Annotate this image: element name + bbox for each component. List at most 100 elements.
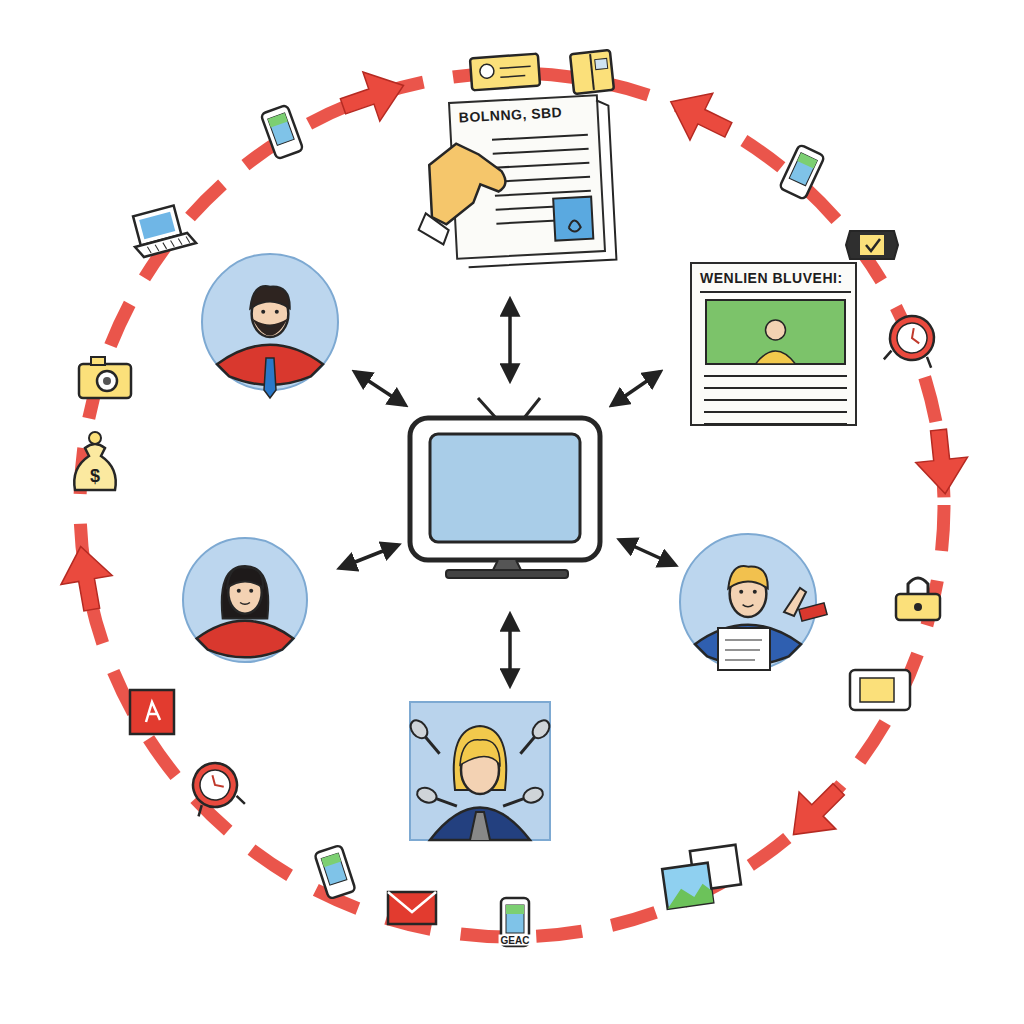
spoon (415, 785, 459, 813)
camera-top (91, 357, 105, 365)
tv-antenna (478, 398, 540, 418)
shirt-cuff (418, 212, 450, 246)
double-arrow (620, 540, 675, 565)
tv-stand (446, 570, 568, 578)
phone-icon (314, 845, 355, 899)
photo-hill (665, 883, 713, 909)
clock-feet (196, 794, 245, 816)
badge-face (860, 235, 884, 255)
double-arrow (508, 300, 512, 380)
cycle-arrow (671, 93, 732, 140)
clock-icon (186, 758, 245, 817)
person-tie (264, 358, 276, 398)
portrait-circle (680, 534, 816, 670)
mail-flap (388, 892, 436, 912)
card-mark (479, 64, 494, 79)
news-photo (706, 300, 845, 364)
person-mouth (743, 605, 754, 607)
phone-body (779, 144, 825, 199)
camera-icon (79, 357, 131, 398)
text-line (704, 411, 847, 413)
text-line (704, 387, 847, 389)
tablet-screen (860, 678, 894, 702)
doc-fold (590, 54, 594, 90)
photo-mark (568, 220, 581, 232)
spoon (515, 717, 553, 758)
portrait-circle (183, 538, 307, 662)
double-arrow (355, 372, 405, 405)
text-line (704, 399, 847, 401)
text-line (493, 149, 589, 154)
person-mouth (240, 602, 250, 604)
card-line (500, 66, 531, 68)
phone-icon (261, 105, 304, 160)
chef-body (430, 808, 530, 841)
cycle-ring (61, 72, 968, 937)
television (410, 398, 600, 578)
card-body (470, 54, 540, 91)
spoon (501, 785, 545, 813)
text-line (495, 191, 591, 196)
tv-screen (430, 434, 580, 542)
photos-icon (660, 845, 743, 909)
badge-body (846, 231, 898, 259)
spoon-handle (520, 737, 534, 754)
person-mouth (265, 325, 276, 327)
person-hair (250, 286, 289, 308)
headline-text: WENLIEN BLUVEHI: (692, 264, 851, 286)
chef-portrait (407, 702, 553, 840)
holding-hand (428, 141, 507, 225)
photo-person-head (766, 320, 786, 340)
chef-hair (460, 740, 500, 765)
phone-app (268, 113, 288, 128)
spoon-handle (436, 799, 457, 807)
clock-face (197, 767, 234, 804)
phone-app (797, 153, 817, 169)
person-beard (252, 319, 287, 336)
laptop-base (135, 231, 196, 258)
person-eye (249, 589, 253, 593)
redsq-icon (130, 690, 174, 734)
laptop-key (171, 240, 175, 247)
cycle-arrow (916, 429, 968, 493)
photo-front (662, 863, 713, 909)
spoon-bowl (521, 785, 545, 805)
person-portrait (183, 538, 307, 662)
phone-app (506, 905, 524, 914)
person-portrait (680, 534, 827, 670)
laptop-key (163, 242, 167, 249)
tv-frame (410, 418, 600, 560)
newspaper-art (692, 264, 859, 428)
clock-hands (911, 328, 921, 343)
tablet-icon (850, 670, 910, 710)
currency-sign: $ (88, 466, 102, 487)
tag-mark (146, 702, 160, 722)
laptop-screen (139, 212, 175, 240)
camera-body (79, 364, 131, 398)
card-icon (470, 54, 540, 91)
rule-line (700, 291, 851, 293)
clock-feet (884, 350, 933, 368)
bag-knot (89, 432, 101, 444)
laptop-key (186, 236, 190, 243)
phone-app (321, 853, 341, 867)
laptop-key (147, 246, 151, 253)
phone-body (314, 845, 355, 899)
tag-body (130, 690, 174, 734)
double-arrow (340, 545, 398, 568)
laptop-key (155, 244, 159, 251)
bag-body (74, 444, 115, 490)
chef-apron (470, 812, 490, 840)
clock-face (895, 321, 930, 356)
clock-rim (188, 758, 242, 812)
mail-body (388, 892, 436, 924)
spoon-bowl (415, 785, 439, 805)
double-arrow (612, 372, 660, 405)
person-eye (753, 590, 757, 594)
spoon (407, 717, 445, 758)
red-card (799, 603, 827, 621)
phone-screen (268, 113, 294, 145)
person-eye (275, 310, 279, 314)
person-hair (227, 567, 263, 587)
phone-screen (506, 905, 524, 933)
